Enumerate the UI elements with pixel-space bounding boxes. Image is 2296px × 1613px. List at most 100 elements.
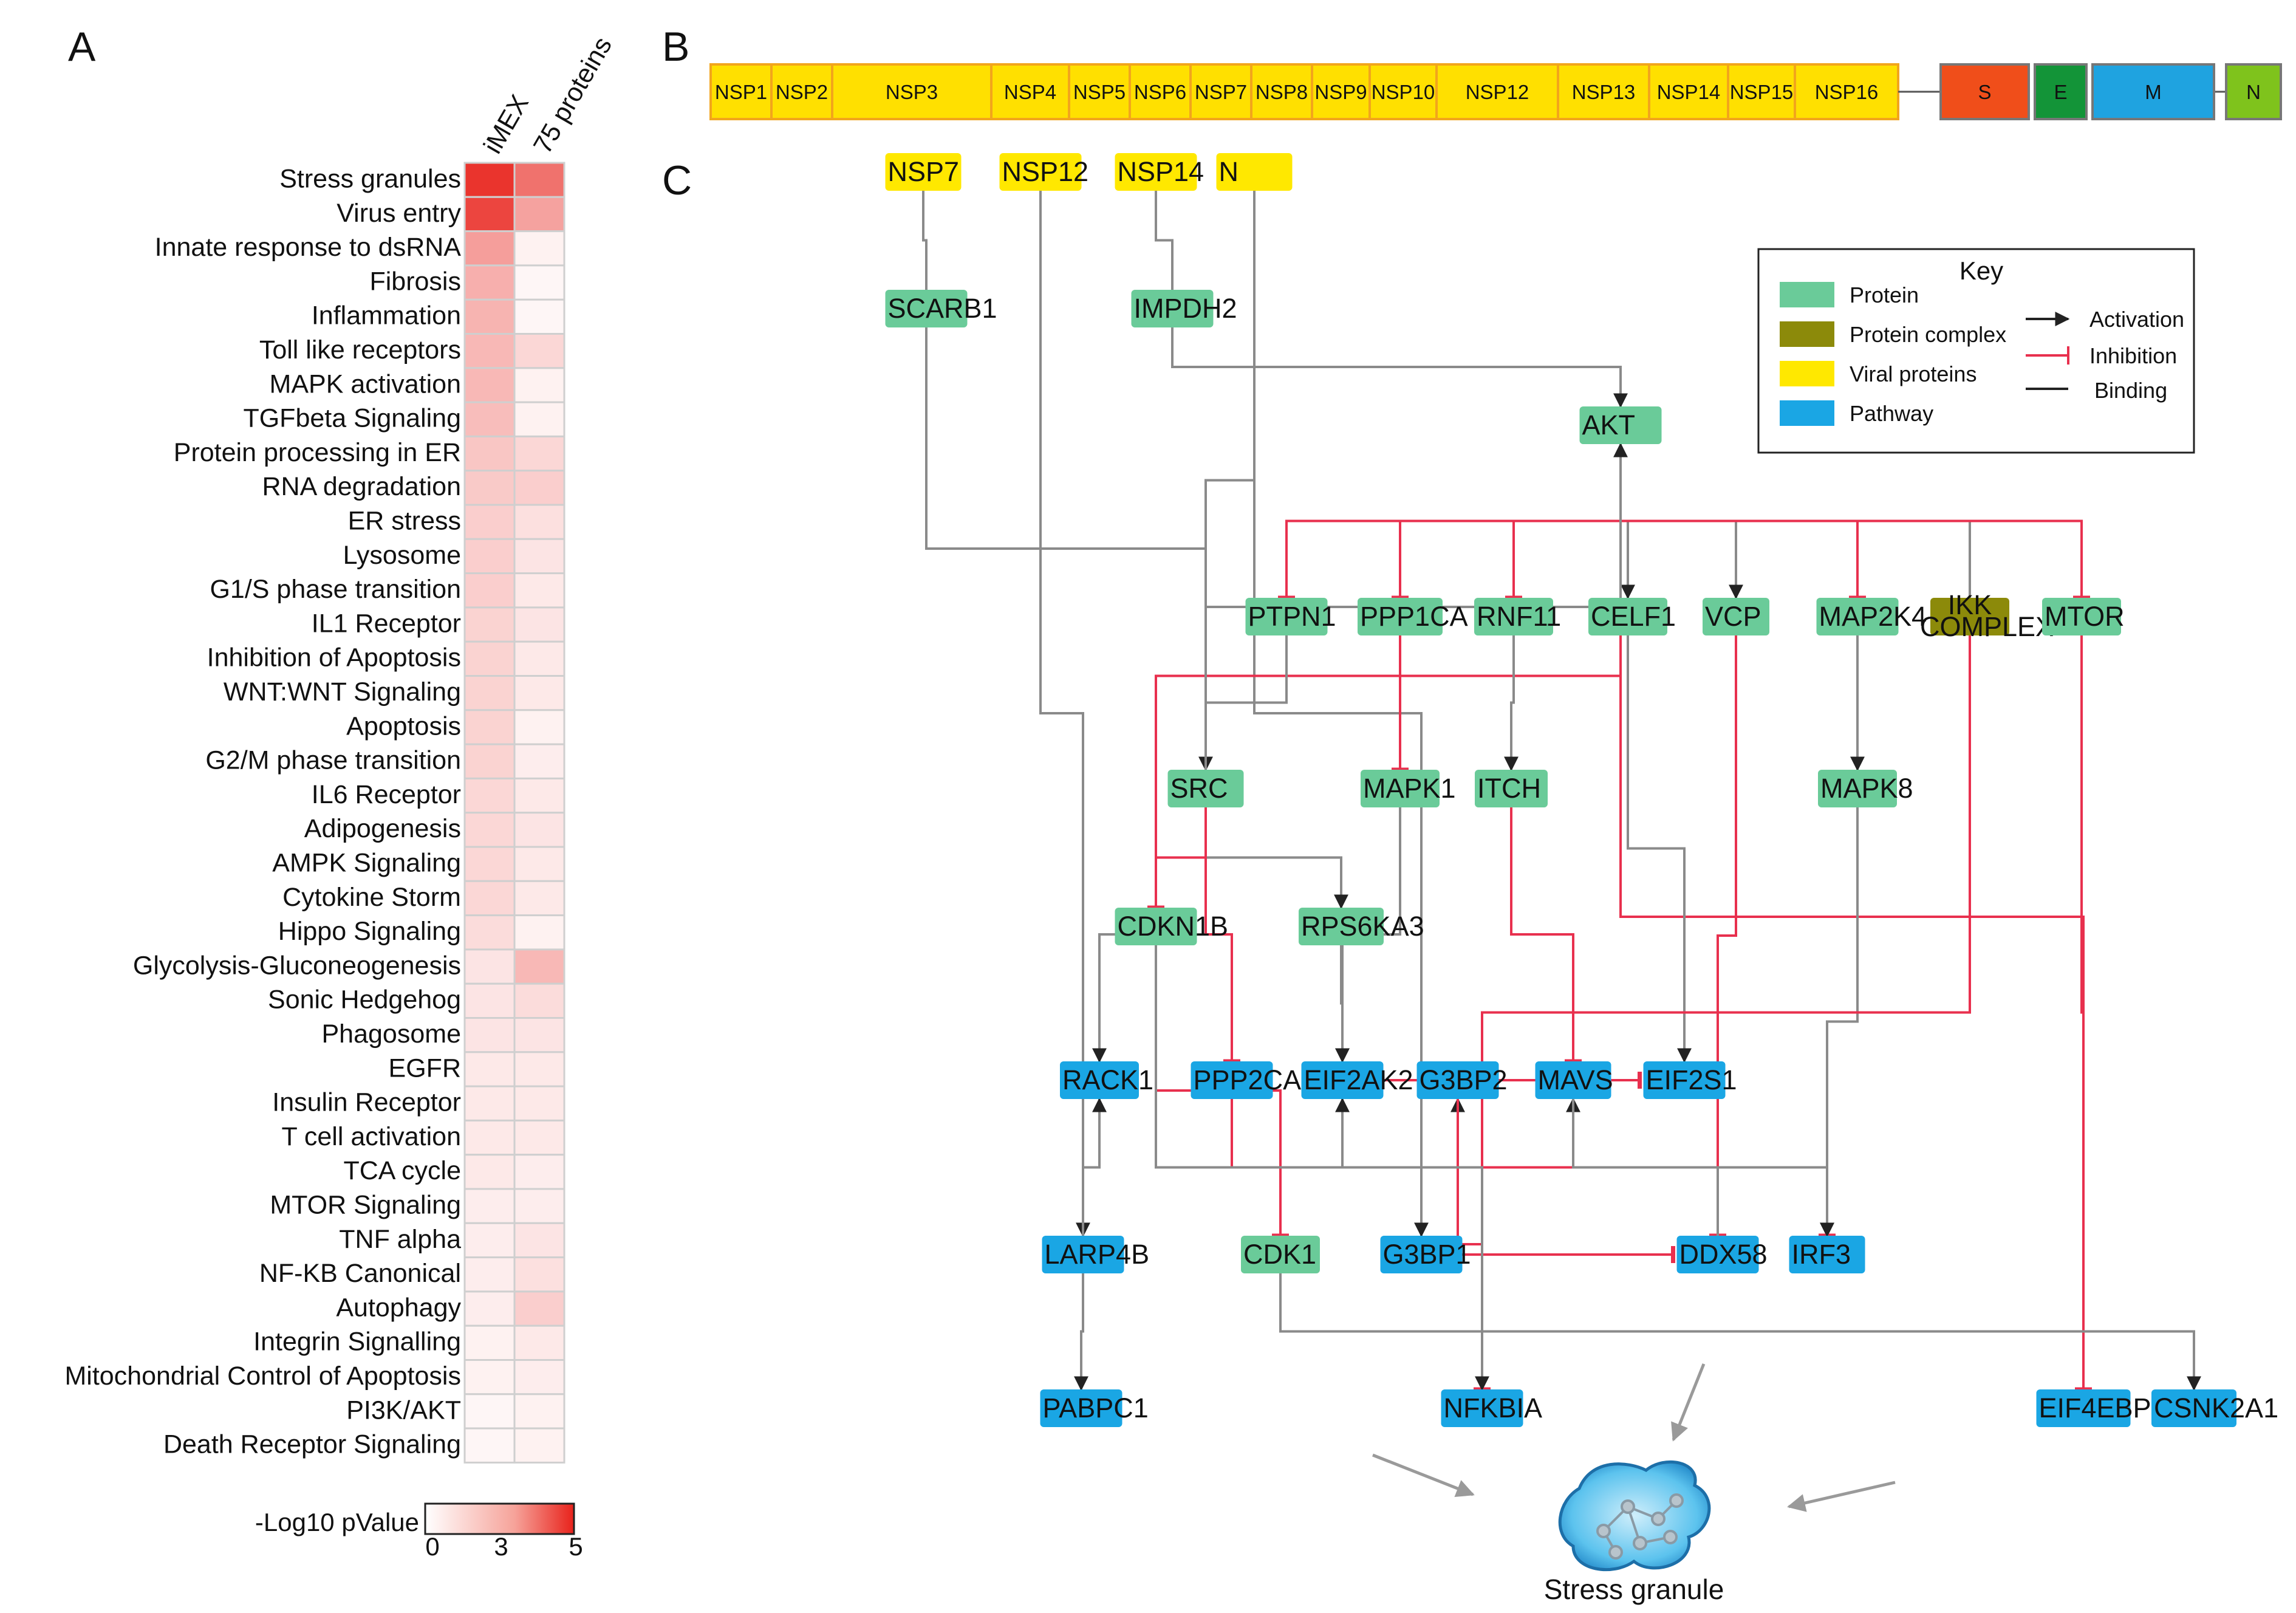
edge-celf1-eif2s1-activation — [1627, 635, 1692, 1063]
genome-segment-label-nsp14: NSP14 — [1657, 81, 1721, 103]
node-box-csnk2a1 — [2151, 1389, 2236, 1427]
node-label-mtor: MTOR — [2045, 601, 2125, 632]
heatmap-cell-lysosome-imex — [463, 538, 516, 575]
heatmap-cell-nf-kb-canonical-imex — [463, 1256, 516, 1293]
heatmap-cell-fibrosis-imex — [463, 264, 516, 301]
heatmap-cell-t-cell-activation-imex — [463, 1119, 516, 1156]
heatmap-cell-virus-entry-75-proteins — [513, 196, 565, 233]
node-box-irf3 — [1789, 1236, 1865, 1273]
genome-segment-nsp10 — [1368, 63, 1438, 120]
genome-segment-nsp8 — [1250, 63, 1313, 120]
node-box-mtor — [2042, 598, 2121, 635]
genome-segment-label-s: S — [1978, 81, 1991, 103]
heatmap-cell-sonic-hedgehog-75-proteins — [513, 982, 565, 1019]
node-box-akt — [1579, 406, 1662, 444]
node-box-ptpn1 — [1245, 598, 1328, 635]
heatmap-cell-inhibition-of-apoptosis-75-proteins — [513, 640, 565, 677]
row-label-wnt-wnt-signaling: WNT:WNT Signaling — [224, 677, 461, 707]
edge-larp4b-pabpc1-activation — [1074, 1273, 1088, 1391]
node-nsp14: NSP14 — [1115, 153, 1204, 191]
heatmap-cell-mapk-activation-imex — [463, 367, 516, 403]
node-cdk1: CDK1 — [1241, 1236, 1320, 1273]
heatmap-cell-integrin-signalling-75-proteins — [513, 1324, 565, 1361]
node-label-ikk-0: IKK — [1948, 589, 1992, 620]
heatmap-cell-insulin-receptor-imex — [463, 1085, 516, 1122]
heatmap-cell-tgfbeta-signaling-75-proteins — [513, 401, 565, 437]
heatmap-cell-integrin-signalling-imex — [463, 1324, 516, 1361]
node-rps6ka3: RPS6KA3 — [1299, 908, 1424, 945]
row-label-egfr: EGFR — [389, 1053, 461, 1083]
heatmap-cell-ampk-signaling-75-proteins — [513, 846, 565, 882]
row-label-innate-response-to-dsrna: Innate response to dsRNA — [155, 233, 462, 262]
row-label-virus-entry: Virus entry — [337, 199, 461, 228]
row-label-ampk-signaling: AMPK Signaling — [272, 849, 461, 878]
edge-src-cdkn1b-inhibition — [1147, 807, 1207, 910]
node-label-vcp: VCP — [1705, 601, 1761, 632]
edge-impdh2-akt-activation — [1171, 327, 1628, 408]
node-box-eif4ebp1 — [2036, 1389, 2131, 1427]
heatmap-cell-g2-m-phase-transition-imex — [463, 743, 516, 779]
row-label-il1-receptor: IL1 Receptor — [312, 609, 461, 638]
heatmap-cell-g1-s-phase-transition-imex — [463, 572, 516, 609]
key-label-pathway: Pathway — [1850, 401, 1933, 426]
genome-segment-nsp2 — [770, 63, 833, 120]
genome-segment-label-nsp6: NSP6 — [1134, 81, 1186, 103]
row-label-cytokine-storm: Cytokine Storm — [282, 883, 461, 912]
node-box-rps6ka3 — [1299, 908, 1384, 945]
edge-n-g3bp1-binding — [1253, 191, 1423, 1236]
heatmap-cell-rna-degradation-imex — [463, 470, 516, 506]
legend-title: -Log10 pValue — [255, 1508, 419, 1536]
node-label-pabpc1: PABPC1 — [1043, 1392, 1149, 1423]
row-label-phagosome: Phagosome — [322, 1019, 462, 1049]
key-label-protein: Protein — [1850, 283, 1919, 307]
row-label-pi3k-akt: PI3K/AKT — [346, 1396, 461, 1425]
node-label-mavs: MAVS — [1538, 1064, 1613, 1095]
row-label-toll-like-receptors: Toll like receptors — [259, 335, 461, 365]
node-ppp2ca: PPP2CA — [1191, 1061, 1301, 1099]
heatmap-cell-egfr-imex — [463, 1051, 516, 1087]
genome-segment-label-n: N — [2246, 81, 2261, 103]
node-box-scarb1 — [885, 290, 968, 327]
node-label-eif2s1: EIF2S1 — [1646, 1064, 1737, 1095]
key-title: Key — [1959, 256, 2003, 285]
heatmap-cell-tgfbeta-signaling-imex — [463, 401, 516, 437]
row-label-nf-kb-canonical: NF-KB Canonical — [259, 1259, 461, 1288]
key-label-viral-proteins: Viral proteins — [1850, 361, 1977, 386]
node-box-mapk8 — [1818, 770, 1897, 807]
node-box-nsp12 — [999, 153, 1082, 191]
genome-segment-label-nsp1: NSP1 — [715, 81, 767, 103]
heatmap-cell-innate-response-to-dsrna-75-proteins — [513, 230, 565, 267]
row-label-er-stress: ER stress — [348, 507, 461, 536]
node-ppp1ca: PPP1CA — [1358, 598, 1468, 635]
panel-letter-c: C — [662, 157, 692, 204]
genome-segment-label-m: M — [2145, 81, 2162, 103]
node-label-celf1: CELF1 — [1591, 601, 1676, 632]
heatmap-cell-ampk-signaling-imex — [463, 846, 516, 882]
heatmap-cell-pi3k-akt-imex — [463, 1393, 516, 1430]
genome-segment-m — [2091, 63, 2215, 120]
edge-src-rps6ka3-activation — [1204, 807, 1348, 909]
edge-nsp12-larp4b-binding — [1039, 191, 1084, 1236]
node-box-eif2ak2 — [1301, 1061, 1384, 1099]
edge-akt-rnf11-inhibition — [1505, 444, 1622, 600]
node-ptpn1: PTPN1 — [1245, 598, 1336, 635]
edge-ikk-nfkbia-inhibition — [1474, 635, 1971, 1392]
node-map2k4: MAP2K4 — [1816, 598, 1927, 635]
node-eif4ebp1: EIF4EBP1 — [2036, 1389, 2167, 1427]
node-itch: ITCH — [1475, 770, 1548, 807]
key-swatch-protein-complex — [1780, 321, 1834, 347]
genome-segment-nsp13 — [1557, 63, 1650, 120]
genome-segment-s — [1939, 63, 2030, 120]
node-eif2s1: EIF2S1 — [1643, 1061, 1737, 1099]
key-edge-inhibition: Inhibition — [2026, 343, 2177, 368]
edge-itch-mavs-inhibition — [1510, 807, 1582, 1064]
genome-segment-label-nsp8: NSP8 — [1256, 81, 1308, 103]
legend-tick-3: 3 — [494, 1532, 508, 1561]
edge-scarb1-src-activation — [925, 327, 1213, 772]
edge-src-ppp2ca-inhibition — [1204, 807, 1240, 1064]
genome-segment-label-e: E — [2054, 81, 2067, 103]
stress-granule-icon — [1558, 1460, 1711, 1572]
node-src: SRC — [1167, 770, 1244, 807]
